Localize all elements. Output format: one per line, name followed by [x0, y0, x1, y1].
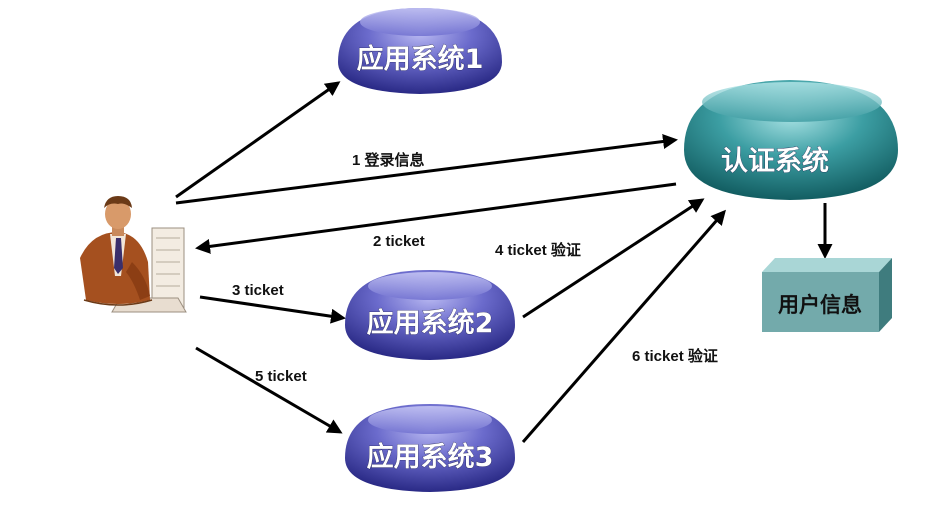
node-userinfo: 用户信息	[762, 258, 892, 332]
node-app3: 应用系统3	[345, 404, 515, 492]
node-label-auth: 认证系统	[721, 145, 829, 177]
edge-label-ticket2: 2 ticket	[373, 233, 425, 250]
edge-label-login: 1 登录信息	[352, 151, 425, 169]
arrow-user-to-app1	[175, 81, 341, 199]
edge-label-ticket5: 5 ticket	[255, 368, 307, 385]
node-auth: 认证系统	[684, 80, 898, 200]
edge-label-verify6: 6 ticket 验证	[632, 347, 718, 365]
edges	[175, 81, 833, 443]
edge-label-verify4: 4 ticket 验证	[495, 241, 581, 259]
node-app1: 应用系统1	[338, 8, 502, 94]
edge-labels: 1 登录信息 2 ticket 3 ticket 4 ticket 验证 5 t…	[232, 151, 718, 385]
node-label-app3: 应用系统3	[367, 441, 494, 473]
edge-label-ticket3: 3 ticket	[232, 282, 284, 299]
arrow-app2-to-auth	[522, 198, 705, 319]
node-label-app1: 应用系统1	[357, 43, 484, 75]
arrow-login-user-to-auth	[175, 134, 678, 205]
arrow-user-to-app2	[199, 295, 346, 324]
arrow-user-to-app3	[195, 346, 343, 434]
node-app2: 应用系统2	[345, 270, 515, 360]
node-label-app2: 应用系统2	[367, 307, 494, 339]
user-at-computer-icon	[80, 196, 187, 313]
arrow-ticket-auth-to-user	[195, 182, 677, 254]
node-label-userinfo: 用户信息	[778, 293, 862, 317]
arrow-app3-to-auth	[521, 209, 726, 443]
